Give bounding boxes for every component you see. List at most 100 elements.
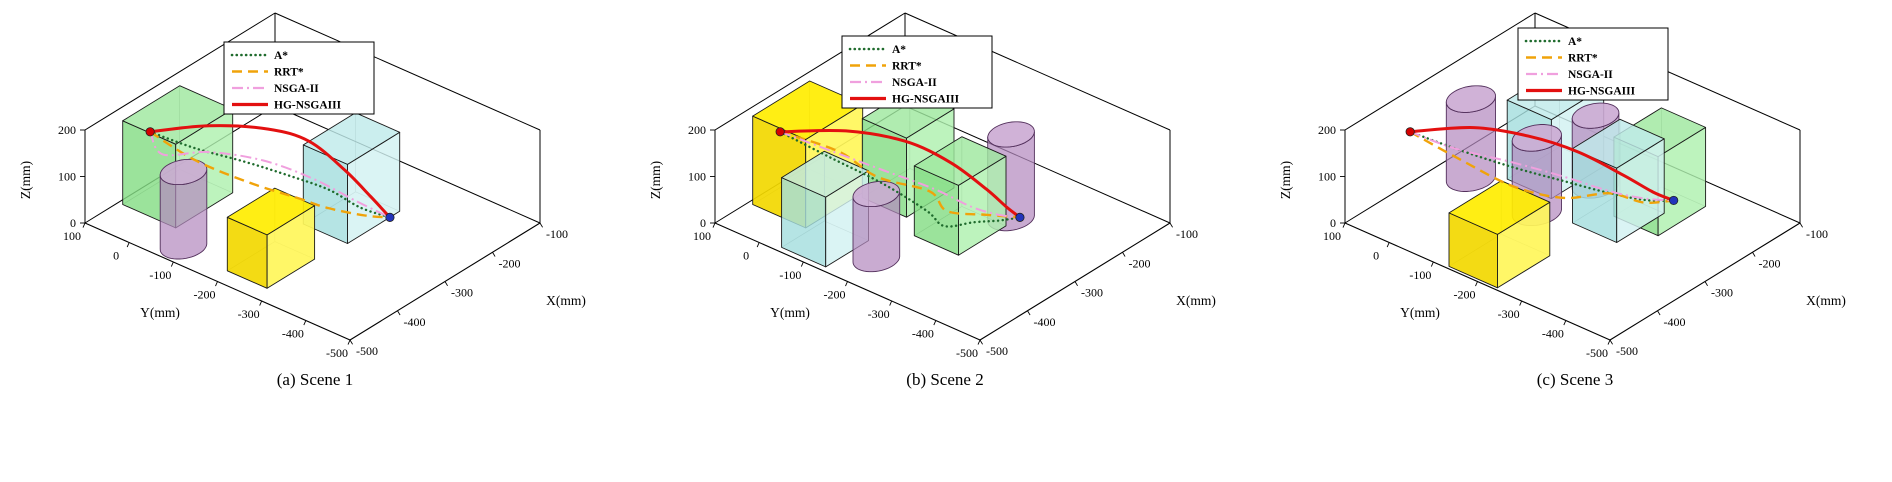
- caption-scene-2: (b) Scene 2: [906, 370, 984, 389]
- legend-label: NSGA-II: [1568, 69, 1613, 81]
- y-tick-label: -200: [193, 288, 215, 302]
- z-tick-label: 0: [70, 216, 76, 230]
- path-a: [149, 130, 392, 219]
- legend-item: A*: [1524, 36, 1582, 48]
- path-nsga-ii: [149, 131, 391, 219]
- z-tick-label: 200: [58, 123, 76, 137]
- path-rrt: [1409, 130, 1674, 204]
- y-tick-label: -300: [238, 307, 260, 321]
- path-hg-nsgaiii: [780, 128, 1021, 219]
- tick-labels: 1000-100-200-300-400-500-100-200-300-400…: [58, 123, 568, 360]
- x-tick-label: -400: [404, 315, 426, 329]
- legend-item: A*: [230, 50, 288, 62]
- legend-item: HG-NSGAIII: [1526, 86, 1636, 98]
- legend-item: A*: [848, 44, 906, 56]
- z-axis-label: Z(mm): [1278, 161, 1293, 199]
- axes-box: 1000-100-200-300-400-500-100-200-300-400…: [648, 12, 1216, 360]
- paths: [1409, 126, 1675, 204]
- legend-label: HG-NSGAIII: [1568, 86, 1636, 98]
- x-tick-label: -300: [451, 286, 473, 300]
- path-hg-nsgaiii: [1410, 126, 1675, 202]
- scene-2-plot: 1000-100-200-300-400-500-100-200-300-400…: [648, 12, 1216, 360]
- y-tick-label: 100: [693, 229, 711, 243]
- legend-label: A*: [274, 50, 288, 62]
- legend-label: HG-NSGAIII: [274, 100, 342, 112]
- z-tick-label: 200: [1318, 123, 1336, 137]
- y-tick-label: -100: [779, 268, 801, 282]
- y-tick-label: -200: [823, 288, 845, 302]
- scene-1-plot: 1000-100-200-300-400-500-100-200-300-400…: [18, 12, 586, 360]
- x-tick-label: -100: [1806, 227, 1828, 241]
- x-tick-label: -100: [1176, 227, 1198, 241]
- y-tick-label: -300: [1498, 307, 1520, 321]
- obstacle-purple-cylinder: [159, 158, 208, 260]
- legend-label: NSGA-II: [892, 77, 937, 89]
- x-tick-label: -500: [986, 344, 1008, 358]
- x-tick-label: -500: [356, 344, 378, 358]
- axes-box: 1000-100-200-300-400-500-100-200-300-400…: [18, 12, 586, 360]
- z-tick-label: 200: [688, 123, 706, 137]
- obstacle-purple-cylinder: [1445, 85, 1496, 192]
- legend: A* RRT* NSGA-II HG-NSGAIII: [841, 35, 993, 109]
- start-marker: [145, 127, 155, 137]
- paths: [779, 128, 1022, 228]
- legend-item: HG-NSGAIII: [850, 94, 960, 106]
- path-nsga-ii: [1409, 130, 1674, 202]
- legend-label: HG-NSGAIII: [892, 94, 960, 106]
- z-tick-label: 100: [58, 170, 76, 184]
- x-axis-label: X(mm): [1806, 293, 1846, 308]
- x-tick-label: -500: [1616, 344, 1638, 358]
- path-hg-nsgaiii: [150, 124, 392, 219]
- path-nsga-ii: [779, 130, 1021, 219]
- legend-item: RRT*: [850, 61, 922, 73]
- y-axis-label: Y(mm): [140, 305, 180, 320]
- y-tick-label: -200: [1453, 288, 1475, 302]
- y-tick-label: 0: [743, 249, 749, 263]
- obstacle-purple-cylinder: [852, 180, 901, 273]
- path-a: [779, 130, 1022, 228]
- legend-label: RRT*: [892, 61, 922, 73]
- legend-label: A*: [892, 44, 906, 56]
- z-tick-label: 100: [1318, 170, 1336, 184]
- path-rrt: [149, 130, 390, 219]
- x-tick-label: -400: [1664, 315, 1686, 329]
- tick-labels: 1000-100-200-300-400-500-100-200-300-400…: [1318, 123, 1828, 360]
- tick-labels: 1000-100-200-300-400-500-100-200-300-400…: [688, 123, 1198, 360]
- legend-item: NSGA-II: [850, 77, 937, 89]
- z-tick-label: 0: [700, 216, 706, 230]
- goal-marker: [385, 212, 395, 222]
- start-marker: [1405, 127, 1415, 137]
- obstacle-cyan-box: [781, 150, 869, 268]
- y-axis-label: Y(mm): [1400, 305, 1440, 320]
- obstacles: [1445, 67, 1707, 289]
- legend: A* RRT* NSGA-II HG-NSGAIII: [1517, 27, 1669, 101]
- x-tick-label: -100: [546, 227, 568, 241]
- y-tick-label: 0: [113, 249, 119, 263]
- z-tick-label: 0: [1330, 216, 1336, 230]
- legend-label: RRT*: [1568, 53, 1598, 65]
- y-tick-label: -100: [149, 268, 171, 282]
- x-tick-label: -200: [1129, 256, 1151, 270]
- legend-item: RRT*: [1526, 53, 1598, 65]
- x-axis-label: X(mm): [546, 293, 586, 308]
- y-tick-label: 100: [1323, 229, 1341, 243]
- obstacle-yellow-box: [1448, 180, 1551, 289]
- goal-marker: [1015, 212, 1025, 222]
- z-axis-label: Z(mm): [648, 161, 663, 199]
- z-tick-label: 100: [688, 170, 706, 184]
- legend-item: RRT*: [232, 67, 304, 79]
- y-tick-label: -500: [956, 346, 978, 360]
- y-tick-label: -100: [1409, 268, 1431, 282]
- y-tick-label: -300: [868, 307, 890, 321]
- obstacle-green-box: [913, 136, 1007, 256]
- scene-3-plot: 1000-100-200-300-400-500-100-200-300-400…: [1278, 12, 1846, 360]
- x-tick-label: -300: [1711, 286, 1733, 300]
- caption-scene-1: (a) Scene 1: [276, 370, 354, 389]
- z-axis-label: Z(mm): [18, 161, 33, 199]
- legend-item: HG-NSGAIII: [232, 100, 342, 112]
- obstacle-yellow-box: [226, 187, 316, 289]
- y-tick-label: -400: [282, 327, 304, 341]
